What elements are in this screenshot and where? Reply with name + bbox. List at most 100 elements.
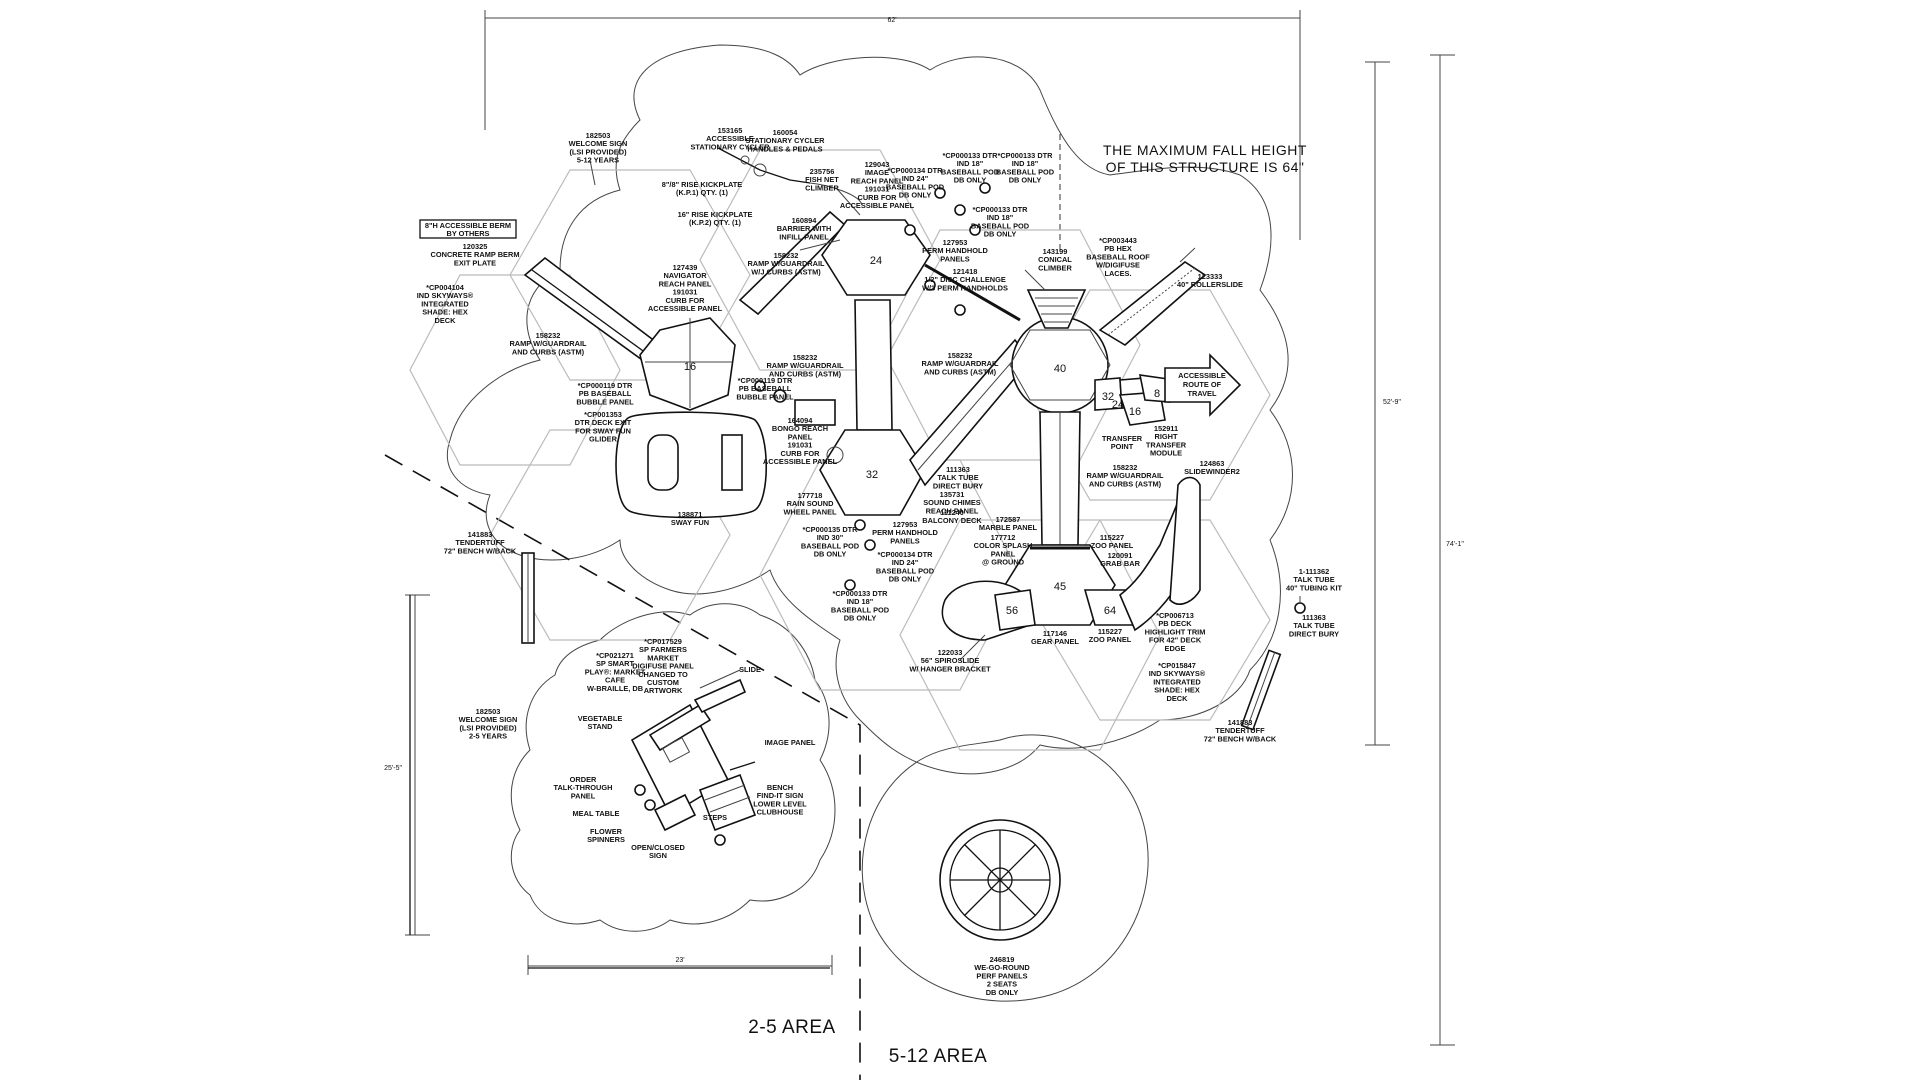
callout-line: SP FARMERS bbox=[639, 645, 687, 654]
callout-line: BALCONY DECK bbox=[922, 516, 982, 525]
callout-line: 160894 bbox=[792, 216, 818, 225]
callout-line: IND SKYWAYS® bbox=[417, 291, 474, 300]
hex-shade-grid bbox=[409, 149, 1271, 751]
callout-line: FOR 42" DECK bbox=[1149, 636, 1202, 645]
meal-table bbox=[653, 793, 697, 832]
deck-height-16b: 16 bbox=[1129, 406, 1141, 418]
callout-line: FLOWER bbox=[590, 827, 623, 836]
callout-line: 40" TUBING KIT bbox=[1286, 583, 1343, 592]
callout-line: 127953 bbox=[893, 520, 918, 529]
callout-line: SPINNERS bbox=[587, 835, 625, 844]
callout-line: 172587 bbox=[996, 515, 1021, 524]
callout-line: 56" SPIROSLIDE bbox=[921, 656, 980, 665]
callout-line: W/DIGIFUSE bbox=[1096, 261, 1140, 270]
callout-line: 16" RISE KICKPLATE bbox=[678, 210, 753, 219]
callout-line: CHANGED TO bbox=[638, 670, 688, 679]
callout-line: FIND-IT SIGN bbox=[757, 791, 803, 800]
area-divider-line bbox=[384, 454, 861, 1080]
callout-line: 123333 bbox=[1198, 272, 1223, 281]
deck-height-32: 32 bbox=[866, 469, 878, 481]
callout-line: W/ HANGER BRACKET bbox=[909, 664, 991, 673]
callout-line: STATIONARY CYCLER bbox=[691, 142, 771, 151]
callout-line: WELCOME SIGN bbox=[459, 715, 518, 724]
dim-right-outer: 74'-1" bbox=[1446, 541, 1464, 548]
callout-line: IND 18" bbox=[957, 159, 984, 168]
deck-heights: 16 24 32 40 32 24 16 8 45 56 64 bbox=[684, 255, 1160, 617]
balcony-deck bbox=[794, 399, 836, 426]
callout-line: IND SKYWAYS® bbox=[1149, 669, 1206, 678]
site-items bbox=[521, 147, 1306, 731]
callout-line: BY OTHERS bbox=[447, 229, 490, 238]
callout-line: *CP006713 bbox=[1156, 611, 1194, 620]
callout-line: PERM HANDHOLD bbox=[922, 246, 988, 255]
callout-line: PB HEX bbox=[1104, 244, 1132, 253]
border-small-area bbox=[409, 595, 830, 969]
deck-height-64: 64 bbox=[1104, 605, 1116, 617]
deck-height-16-left: 16 bbox=[684, 361, 696, 373]
callout-line: SHADE: HEX bbox=[422, 308, 468, 317]
callout-line: PB DECK bbox=[1158, 619, 1192, 628]
callout-line: STATIONARY CYCLER bbox=[746, 136, 826, 145]
deck-height-40: 40 bbox=[1054, 363, 1066, 375]
callout-line: DB ONLY bbox=[814, 550, 847, 559]
callout-line: *CP001353 bbox=[584, 410, 622, 419]
callout-line: TENDERTUFF bbox=[1215, 726, 1265, 735]
callout-line: SHADE: HEX bbox=[1154, 686, 1200, 695]
callout-line: DIRECT BURY bbox=[933, 481, 983, 490]
area-boundaries bbox=[384, 130, 1061, 1080]
callout-line: 115227 bbox=[1100, 533, 1124, 542]
label-meal-table: MEAL TABLE bbox=[573, 809, 620, 818]
callout-line: BASEBALL POD bbox=[996, 167, 1055, 176]
callout-line: *CP004104 bbox=[426, 283, 465, 292]
callout-line: IND 18" bbox=[987, 213, 1014, 222]
accessible-route-1: ACCESSIBLE bbox=[1178, 371, 1226, 380]
label-kickplate-16: 16" RISE KICKPLATE(K.P.2) QTY. (1) bbox=[678, 210, 753, 227]
callout-line: MARKET bbox=[647, 653, 679, 662]
callout-line: 2-5 YEARS bbox=[469, 732, 507, 741]
callout-line: W/J CURBS (ASTM) bbox=[751, 267, 821, 276]
callout-line: DB ONLY bbox=[954, 176, 987, 185]
fall-height-note-2: OF THIS STRUCTURE IS 64" bbox=[1106, 159, 1305, 175]
dim-bottom-small: 23' bbox=[675, 957, 684, 964]
callout-line: SLIDEWINDER2 bbox=[1184, 467, 1240, 476]
callout-line: AND CURBS (ASTM) bbox=[924, 367, 997, 376]
callout-line: *CP000134 DTR bbox=[887, 166, 943, 175]
callout-line: ORDER bbox=[570, 775, 597, 784]
play-structure bbox=[523, 210, 1242, 641]
callout-line: 1/2" DISC CHALLENGE bbox=[924, 275, 1006, 284]
callout-line: REACH PANEL bbox=[851, 176, 904, 185]
dim-left-small: 25'-5" bbox=[384, 765, 402, 772]
callout-line: (LSI PROVIDED) bbox=[459, 723, 517, 732]
callout-line: ACCESSIBLE bbox=[706, 134, 754, 143]
callout-line: 120091 bbox=[1108, 551, 1133, 560]
deck-32 bbox=[819, 429, 926, 516]
callout-line: WHEEL PANEL bbox=[783, 507, 837, 516]
callout-line: FISH NET bbox=[805, 175, 839, 184]
callout-line: LOWER LEVEL bbox=[753, 799, 807, 808]
callout-line: 1-111362 bbox=[1299, 567, 1329, 576]
callout-line: TRANSFER bbox=[1146, 440, 1187, 449]
callout-line: HIGHLIGHT TRIM bbox=[1145, 627, 1206, 636]
callout-line: RAIN SOUND bbox=[787, 499, 834, 508]
callout-line: @ GROUND bbox=[982, 558, 1025, 567]
